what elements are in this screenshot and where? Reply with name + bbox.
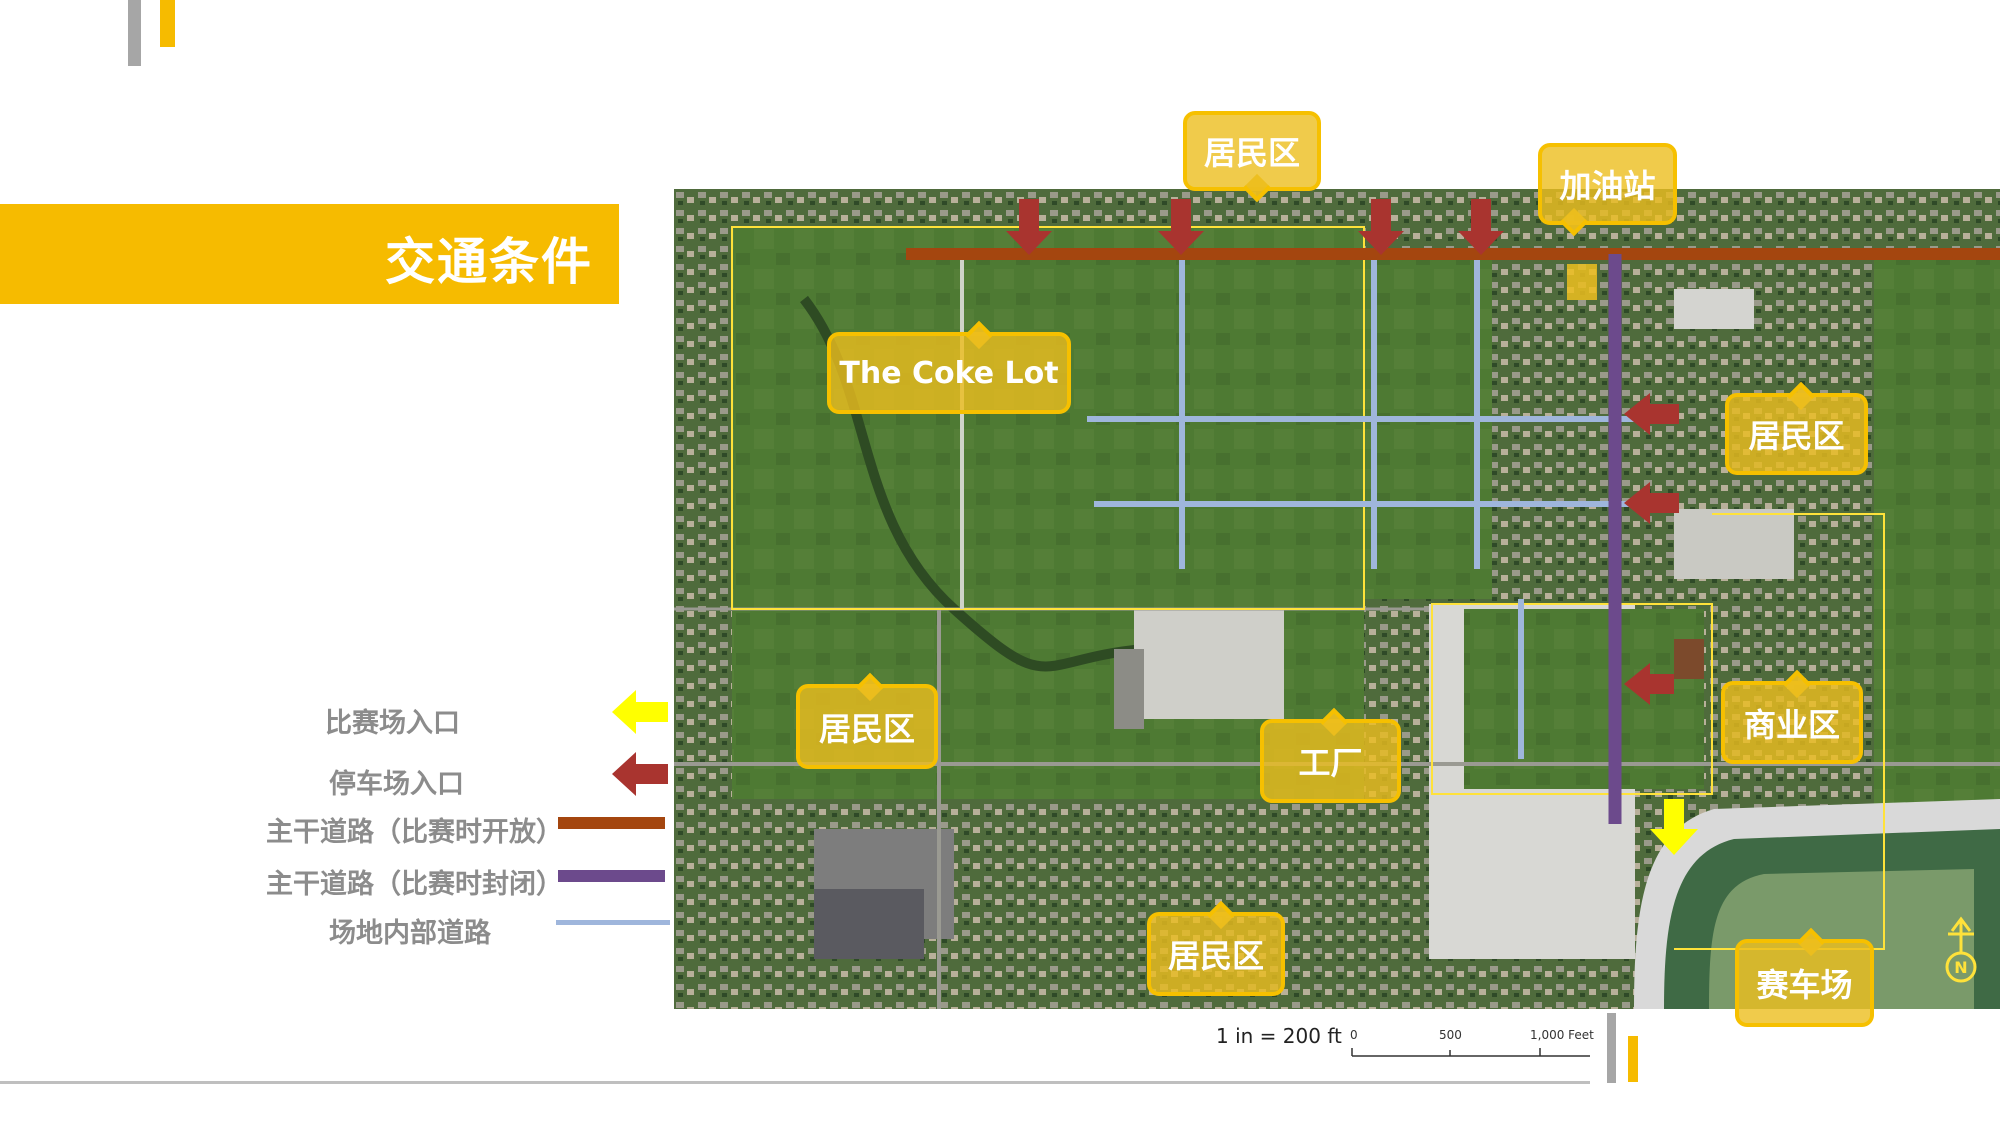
callout-text: 居民区 (818, 709, 915, 748)
label-coke-lot: The Coke Lot (827, 320, 1071, 414)
legend-label-road-closed: 主干道路（比赛时封闭） (266, 869, 563, 900)
label-gas-station: 加油站 (1538, 143, 1677, 237)
decor-bar-gray (128, 0, 141, 66)
callout-text: 居民区 (1167, 937, 1264, 975)
callout-text: 工厂 (1298, 744, 1363, 782)
title-bar: 交通条件 (0, 204, 619, 304)
scale-bar (1351, 1048, 1590, 1057)
arrow-left-icon (612, 752, 668, 796)
north-arrow-label: N (1954, 958, 1967, 977)
label-racetrack: 赛车场 (1735, 927, 1874, 1027)
legend-label-internal-road: 场地内部道路 (329, 918, 491, 949)
callout-text: 居民区 (1748, 417, 1845, 455)
decor-bar-yellow-bottom (1628, 1036, 1638, 1082)
legend-label-road-open: 主干道路（比赛时开放） (266, 817, 563, 848)
scale-tick-500: 500 (1439, 1028, 1462, 1042)
decor-bar-gray-bottom (1607, 1013, 1616, 1083)
bottom-divider (0, 1081, 1590, 1084)
page-title: 交通条件 (385, 233, 593, 291)
scale-tick-1000: 1,000 Feet (1530, 1028, 1594, 1042)
callout-text: 赛车场 (1756, 966, 1853, 1004)
label-factory: 工厂 (1260, 707, 1401, 803)
map-scale-label: 1 in = 200 ft (1216, 1024, 1342, 1048)
label-residential-south: 居民区 (1147, 900, 1285, 996)
label-residential-east: 居民区 (1725, 381, 1868, 475)
label-residential-west: 居民区 (796, 672, 938, 769)
legend-label-parking-entry: 停车场入口 (329, 769, 464, 800)
label-commercial: 商业区 (1721, 669, 1863, 764)
legend-line-road-closed (558, 870, 665, 882)
arrow-left-icon (612, 690, 668, 734)
label-residential-north: 居民区 (1183, 111, 1321, 203)
scale-tick-0: 0 (1350, 1028, 1358, 1042)
callout-text: The Coke Lot (839, 355, 1059, 391)
callout-text: 加油站 (1559, 167, 1656, 205)
callout-text: 居民区 (1203, 134, 1300, 172)
legend-line-road-open (558, 817, 665, 829)
legend-label-venue-entry: 比赛场入口 (325, 708, 460, 739)
decor-bar-yellow (160, 0, 175, 47)
legend-line-internal-road (556, 920, 670, 925)
callout-text: 商业区 (1743, 705, 1840, 744)
aerial-map: N (674, 189, 2000, 1009)
